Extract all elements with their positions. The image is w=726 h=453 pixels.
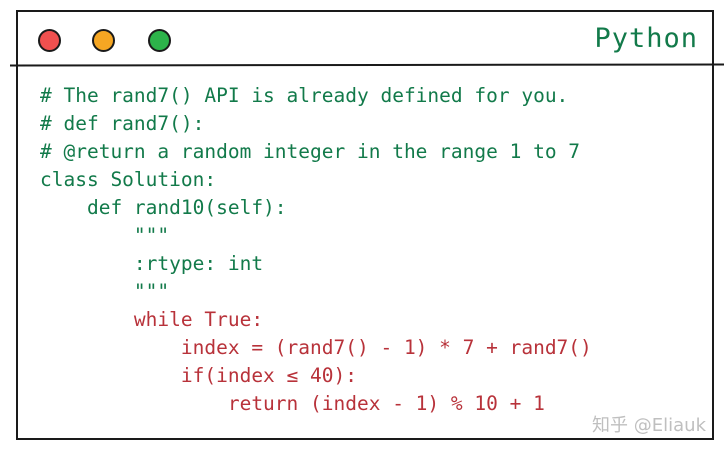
code-line: """: [40, 224, 170, 247]
code-line: class Solution:: [40, 168, 217, 191]
code-line: # def rand7():: [40, 112, 205, 135]
maximize-dot-icon[interactable]: [148, 29, 171, 52]
code-line: index = (rand7() - 1) * 7 + rand7(): [40, 336, 592, 359]
minimize-dot-icon[interactable]: [92, 29, 115, 52]
watermark: 知乎 @Eliauk: [592, 415, 706, 436]
code-line: if(index ≤ 40):: [40, 364, 357, 387]
code-line: # @return a random integer in the range …: [40, 140, 581, 163]
code-line: :rtype: int: [40, 252, 264, 275]
window-titlebar: Python: [18, 12, 712, 66]
code-line: """: [40, 280, 170, 303]
code-block: # The rand7() API is already defined for…: [40, 82, 592, 418]
titlebar-divider: [9, 63, 725, 67]
code-window: Python # The rand7() API is already defi…: [9, 10, 725, 440]
code-line: def rand10(self):: [40, 196, 287, 219]
close-dot-icon[interactable]: [38, 29, 61, 52]
code-line: return (index - 1) % 10 + 1: [40, 392, 545, 415]
code-line: while True:: [40, 308, 264, 331]
language-label: Python: [594, 23, 698, 54]
code-line: # The rand7() API is already defined for…: [40, 84, 569, 107]
